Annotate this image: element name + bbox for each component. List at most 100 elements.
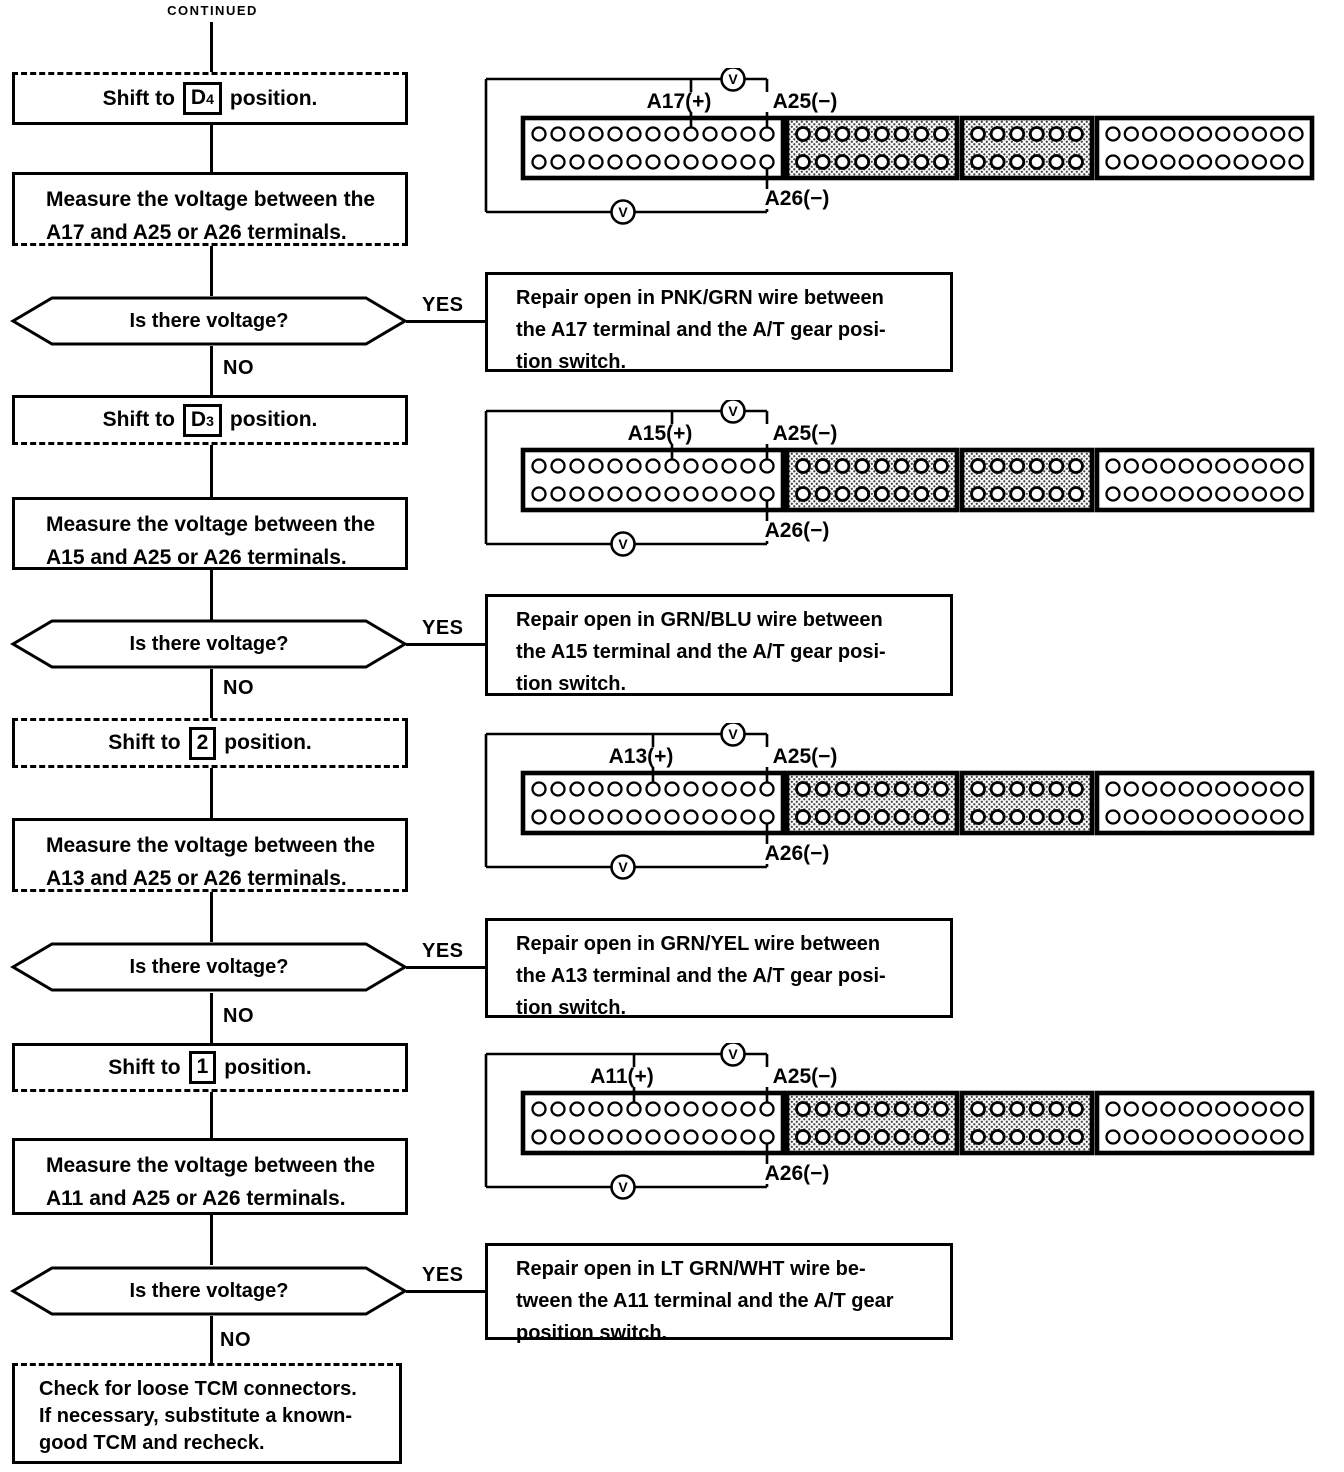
terminal-pin bbox=[1141, 781, 1158, 797]
terminal-pin bbox=[893, 486, 910, 502]
terminal-pin bbox=[645, 1101, 661, 1117]
measure-line: Measure the voltage between the bbox=[46, 513, 376, 536]
terminal-pin bbox=[834, 154, 851, 170]
terminal-pin bbox=[1160, 154, 1176, 170]
terminal-pin bbox=[569, 1129, 585, 1145]
terminal-pin bbox=[854, 1101, 871, 1117]
terminal-pin bbox=[1068, 154, 1084, 170]
flow-line bbox=[210, 1214, 213, 1265]
terminal-pin bbox=[721, 154, 737, 170]
yes-label: YES bbox=[422, 294, 464, 316]
terminal-pin bbox=[1048, 1101, 1065, 1117]
decision-question: Is there voltage? bbox=[129, 955, 289, 978]
terminal-pin bbox=[873, 126, 890, 142]
decision-hexagon: Is there voltage? bbox=[10, 941, 408, 993]
terminal-pin bbox=[1251, 154, 1268, 170]
terminal-label-plus: A11(+) bbox=[590, 1065, 654, 1088]
hexagon-shape bbox=[10, 942, 408, 992]
terminal-label-minus-top: A25(−) bbox=[773, 745, 838, 768]
terminal-pin bbox=[645, 486, 661, 502]
terminal-pin bbox=[1233, 1101, 1249, 1117]
voltmeter-icon bbox=[720, 68, 746, 92]
terminal-pin bbox=[893, 1101, 910, 1117]
yes-label: YES bbox=[422, 1264, 464, 1286]
terminal-pin bbox=[1123, 154, 1139, 170]
terminal-pin bbox=[1068, 1129, 1084, 1145]
terminal-pin bbox=[1105, 781, 1121, 797]
terminal-pin bbox=[989, 126, 1006, 142]
terminal-pin bbox=[626, 458, 642, 474]
terminal-pin bbox=[569, 126, 585, 142]
terminal-pin bbox=[1123, 1129, 1139, 1145]
terminal-pin bbox=[1105, 1101, 1121, 1117]
terminal-pin bbox=[645, 458, 661, 474]
terminal-pin bbox=[989, 486, 1006, 502]
terminal-pin bbox=[933, 1101, 949, 1117]
terminal-pin bbox=[683, 154, 699, 170]
terminal-pin bbox=[1196, 486, 1213, 502]
terminal-pin bbox=[913, 458, 930, 474]
terminal-pin bbox=[1028, 781, 1045, 797]
terminal-pin bbox=[702, 126, 718, 142]
terminal-pin bbox=[1196, 1129, 1213, 1145]
terminal-pin bbox=[626, 486, 642, 502]
yes-branch-line bbox=[406, 320, 486, 323]
terminal-pin bbox=[970, 781, 986, 797]
terminal-pin bbox=[1196, 126, 1213, 142]
terminal-pin bbox=[970, 1101, 986, 1117]
shift-text: position. bbox=[229, 408, 318, 431]
terminal-pin bbox=[1270, 1129, 1286, 1145]
terminal-pin bbox=[531, 154, 547, 170]
flow-line bbox=[210, 891, 213, 942]
decision-question: Is there voltage? bbox=[129, 632, 289, 655]
terminal-pin bbox=[873, 486, 890, 502]
repair-line: Repair open in GRN/YEL wire between bbox=[516, 933, 881, 955]
terminal-pin bbox=[550, 809, 566, 825]
terminal-pin bbox=[795, 1129, 811, 1145]
voltmeter-icon bbox=[720, 400, 746, 424]
flow-line bbox=[210, 993, 213, 1043]
terminal-pin bbox=[645, 781, 661, 797]
decision-question: Is there voltage? bbox=[129, 309, 289, 332]
terminal-pin bbox=[814, 781, 831, 797]
terminal-pin bbox=[664, 126, 680, 142]
terminal-pin bbox=[933, 154, 949, 170]
process-box-shift-2: Shift to 2 position. bbox=[12, 718, 408, 768]
connector-section bbox=[784, 770, 960, 836]
terminal-pin bbox=[834, 809, 851, 825]
terminal-pin bbox=[893, 781, 910, 797]
terminal-pin bbox=[1215, 154, 1231, 170]
terminal-pin bbox=[933, 486, 949, 502]
repair-line: Repair open in PNK/GRN wire between bbox=[516, 287, 884, 309]
terminal-pin bbox=[531, 126, 547, 142]
voltmeter-icon bbox=[610, 1174, 636, 1200]
terminal-pin bbox=[1028, 486, 1045, 502]
flow-line bbox=[210, 246, 213, 296]
flow-line bbox=[210, 22, 213, 72]
terminal-pin bbox=[814, 154, 831, 170]
terminal-pin bbox=[795, 154, 811, 170]
voltmeter-symbol: V bbox=[728, 1046, 738, 1062]
no-label: NO bbox=[223, 1005, 254, 1027]
terminal-pin bbox=[683, 809, 699, 825]
terminal-pin bbox=[1048, 809, 1065, 825]
terminal-pin bbox=[759, 809, 775, 825]
terminal-pin bbox=[1270, 781, 1286, 797]
voltmeter-symbol: V bbox=[618, 859, 628, 875]
terminal-pin bbox=[626, 154, 642, 170]
terminal-pin bbox=[569, 809, 585, 825]
terminal-pin bbox=[913, 809, 930, 825]
terminal-pin bbox=[683, 458, 699, 474]
terminal-pin bbox=[814, 1101, 831, 1117]
terminal-pin bbox=[1160, 1101, 1176, 1117]
terminal-pin bbox=[531, 486, 547, 502]
terminal-pin bbox=[814, 458, 831, 474]
terminal-pin bbox=[702, 458, 718, 474]
terminal-pin bbox=[1215, 486, 1231, 502]
terminal-pin bbox=[531, 781, 547, 797]
terminal-pin bbox=[1048, 781, 1065, 797]
gear-position-badge: D3 bbox=[182, 403, 222, 437]
terminal-pin bbox=[759, 1101, 775, 1117]
terminal-pin bbox=[933, 458, 949, 474]
terminal-pin bbox=[588, 1129, 604, 1145]
